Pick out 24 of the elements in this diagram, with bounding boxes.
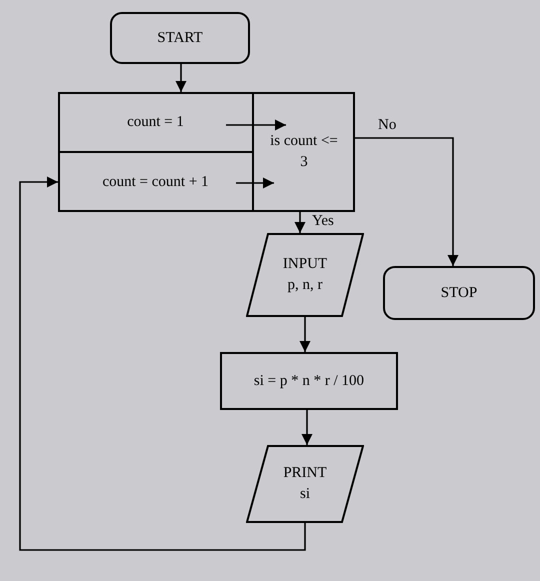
node-text: STOP (440, 284, 478, 302)
process-cell (58, 152, 253, 212)
node-text: PRINT si (282, 464, 328, 504)
process-cell (58, 92, 253, 152)
arrow (226, 119, 286, 131)
terminal-box (110, 12, 250, 64)
process-box (220, 352, 398, 410)
arrow (236, 177, 274, 189)
arrow (294, 212, 306, 233)
node-text: count = count + 1 (102, 172, 209, 192)
io-parallelogram (246, 445, 364, 523)
arrow (19, 176, 306, 551)
io-parallelogram (246, 233, 364, 317)
arrow (301, 410, 313, 445)
node-text: count = 1 (127, 112, 184, 132)
arrow (299, 317, 311, 352)
arrow (355, 137, 459, 266)
node-text: START (157, 28, 203, 48)
node-text: INPUT p, n, r (282, 255, 328, 295)
node-text: si = p * n * r / 100 (254, 372, 364, 390)
node-text: is count <= 3 (270, 132, 338, 172)
loop-box (58, 92, 355, 212)
terminal-box (383, 266, 535, 320)
arrow (175, 64, 187, 92)
